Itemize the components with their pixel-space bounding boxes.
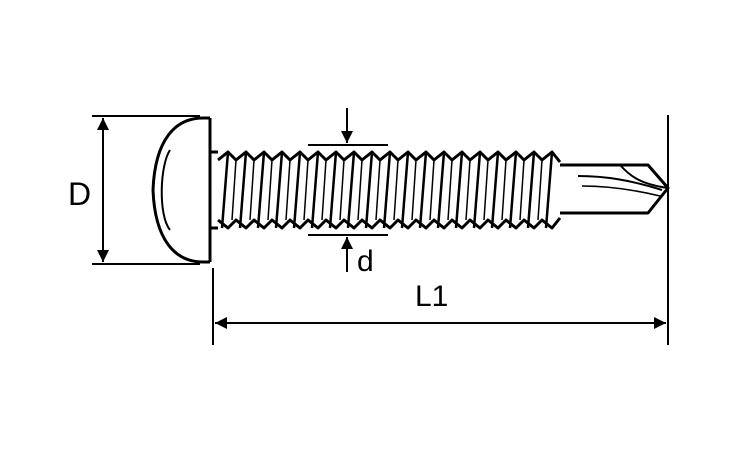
drill-tip xyxy=(560,163,670,215)
length-label: L1 xyxy=(415,280,449,313)
head-diameter-label: D xyxy=(68,176,92,212)
dimension-L1 xyxy=(212,115,669,345)
screw-head xyxy=(151,116,218,264)
dimension-d xyxy=(308,108,388,272)
dimension-D xyxy=(92,115,200,265)
threaded-shank xyxy=(217,150,562,230)
thread-diameter-label: d xyxy=(357,245,374,278)
